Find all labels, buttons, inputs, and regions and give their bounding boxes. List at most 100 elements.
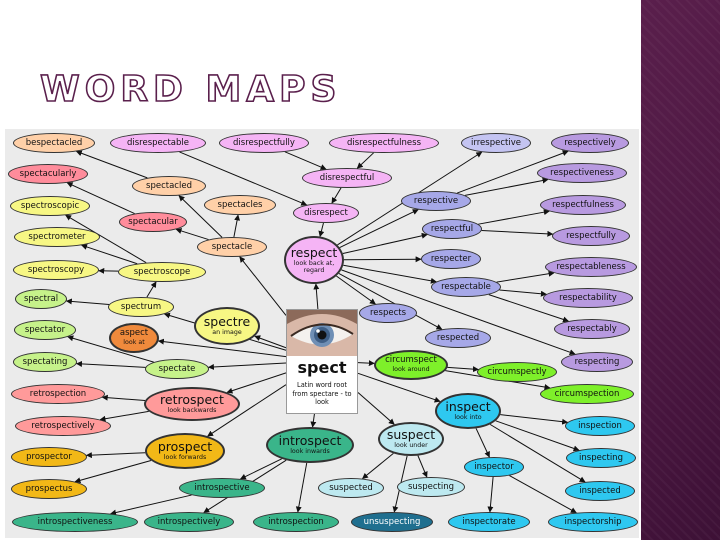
word-node-spectroscopic: spectroscopic <box>10 196 90 216</box>
word-label: respectableness <box>556 263 625 272</box>
word-meaning: look at <box>123 339 144 346</box>
word-label: disrespectful <box>320 174 375 183</box>
word-label: disrespectfulness <box>347 139 421 148</box>
word-node-retrospectively: retrospectively <box>15 416 111 436</box>
word-node-inspector: inspector <box>464 457 524 477</box>
word-meaning: look forwards <box>164 454 207 461</box>
word-label: introspection <box>268 518 324 527</box>
eye-photo <box>287 310 357 356</box>
word-meaning: look back at, regard <box>294 260 334 274</box>
connector-spectroscope-to-spectrometer <box>82 245 138 264</box>
word-label: respected <box>437 334 479 343</box>
connector-respectful-to-respectfulness <box>478 211 549 224</box>
connector-disrespectfully-to-disrespectful <box>285 152 326 169</box>
word-label: spectator <box>25 326 65 335</box>
word-node-respectful: respectful <box>422 219 482 239</box>
center-root-card: spect Latin word root from spectare - to… <box>286 309 358 414</box>
center-root-word: spect <box>287 358 357 377</box>
word-node-introspectively: introspectively <box>144 512 234 532</box>
word-node-spectate: spectate <box>145 359 209 379</box>
word-node-aspect: aspectlook at <box>109 323 159 353</box>
connector-disrespect-to-respect <box>320 223 323 237</box>
word-label: disrespect <box>304 209 348 218</box>
word-label: respectively <box>564 139 616 148</box>
word-node-suspect: suspectlook under <box>378 422 444 456</box>
word-label: prospectus <box>26 485 73 494</box>
word-label: disrespectfully <box>233 139 295 148</box>
word-label: respects <box>370 309 406 318</box>
word-label: inspect <box>445 400 490 413</box>
connector-inspector-to-inspectorate <box>490 477 493 512</box>
word-label: spectacle <box>212 243 253 252</box>
word-label: respectable <box>441 283 491 292</box>
word-node-respects: respects <box>359 303 417 323</box>
word-node-respect: respectlook back at, regard <box>284 236 344 284</box>
word-node-irrespective: irrespective <box>461 133 531 153</box>
connector-spectrum-to-spectral <box>66 301 109 304</box>
connector-suspect-to-suspecting <box>418 456 427 477</box>
word-label: respectiveness <box>550 169 614 178</box>
word-node-inspectorship: inspectorship <box>548 512 638 532</box>
connector-introspect-to-introspection <box>298 463 307 512</box>
word-label: retrospect <box>160 393 224 406</box>
word-node-spectacular: spectacular <box>119 212 187 232</box>
word-label: prospect <box>158 440 212 453</box>
word-label: inspection <box>578 422 622 431</box>
word-label: disrespectable <box>127 139 189 148</box>
connector-prospect-to-prospector <box>86 453 145 456</box>
word-label: inspecting <box>579 454 623 463</box>
word-node-circumspectly: circumspectly <box>477 362 557 382</box>
word-node-respectability: respectability <box>543 288 633 308</box>
word-node-respectableness: respectableness <box>545 257 637 277</box>
word-node-respecting: respecting <box>561 352 633 372</box>
word-label: spectroscopy <box>28 266 84 275</box>
word-node-disrespectfully: disrespectfully <box>219 133 309 153</box>
word-label: aspect <box>120 329 148 338</box>
word-label: inspector <box>474 463 514 472</box>
word-node-inspecting: inspecting <box>566 448 636 468</box>
word-meaning: look inwards <box>290 448 330 455</box>
word-node-prospectus: prospectus <box>11 479 87 499</box>
word-label: spectroscope <box>134 268 191 277</box>
connector-disrespectfulness-to-disrespectful <box>357 153 373 168</box>
decorative-side-band <box>641 0 720 540</box>
word-label: spectroscopic <box>21 202 79 211</box>
word-label: respectability <box>559 294 617 303</box>
connector-retrospect-to-retrospection <box>102 397 145 400</box>
slide-title: WORD MAPS <box>40 72 341 108</box>
word-label: respecter <box>431 255 471 264</box>
word-node-inspectorate: inspectorate <box>448 512 530 532</box>
word-label: spectacled <box>146 182 192 191</box>
word-meaning: look around <box>392 366 429 373</box>
word-node-suspected: suspected <box>318 478 384 498</box>
connector-spect-to-suspect <box>358 393 394 425</box>
word-label: suspecting <box>408 483 454 492</box>
word-node-circumspection: circumspection <box>540 384 634 404</box>
word-label: spectate <box>159 365 196 374</box>
connector-retrospect-to-retrospectively <box>100 411 149 419</box>
word-node-spectral: spectral <box>15 289 67 309</box>
connector-respectful-to-respectfully <box>482 230 553 234</box>
word-meaning: look into <box>454 414 481 421</box>
word-label: introspective <box>194 484 249 493</box>
word-node-spectrum: spectrum <box>108 297 174 317</box>
word-node-inspection: inspection <box>565 416 635 436</box>
word-meaning: an image <box>212 329 241 336</box>
word-label: respect <box>291 246 337 259</box>
word-label: retrospectively <box>31 422 94 431</box>
connector-respect-to-respectable <box>343 265 436 282</box>
connector-spect-to-spectate <box>209 363 286 367</box>
word-label: spectating <box>23 358 68 367</box>
word-meaning: look backwards <box>168 407 217 414</box>
word-label: circumspectly <box>487 368 546 377</box>
connector-spect-to-spectacle <box>240 257 286 316</box>
word-label: inspectorship <box>564 518 621 527</box>
word-label: inspected <box>579 487 620 496</box>
word-node-respectively: respectively <box>551 133 629 153</box>
word-label: spectre <box>204 315 250 328</box>
connector-suspect-to-suspected <box>362 453 393 478</box>
word-node-disrespectable: disrespectable <box>110 133 206 153</box>
connector-spectacle-to-spectacles <box>234 215 238 237</box>
